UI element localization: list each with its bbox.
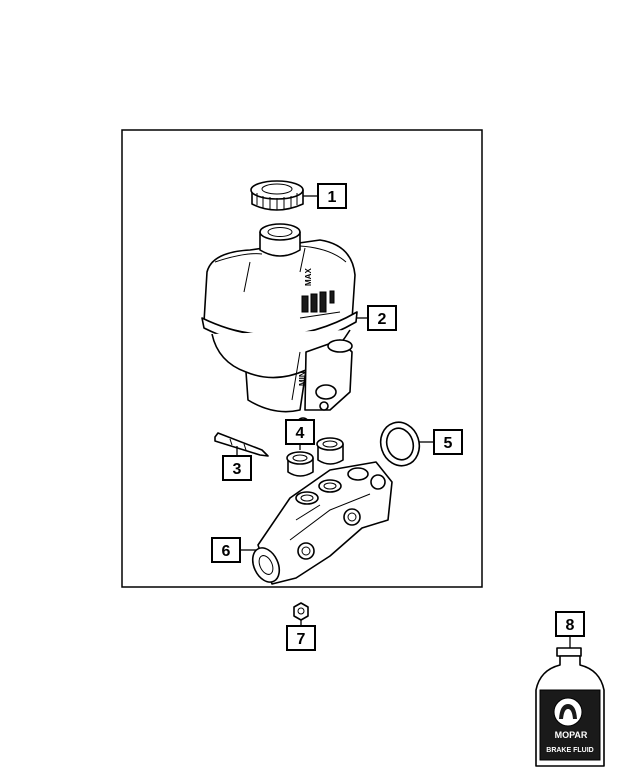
reservoir-cap bbox=[250, 180, 304, 211]
svg-text:2: 2 bbox=[378, 311, 387, 328]
callout-6: 6 bbox=[211, 537, 241, 563]
bottle-brand-text: MOPAR bbox=[555, 730, 588, 740]
svg-text:6: 6 bbox=[222, 543, 231, 560]
svg-text:7: 7 bbox=[297, 631, 306, 648]
callout-5: 5 bbox=[433, 429, 463, 455]
callout-4: 4 bbox=[285, 419, 315, 445]
svg-text:3: 3 bbox=[233, 461, 242, 478]
retaining-pin bbox=[214, 432, 269, 457]
callout-1: 1 bbox=[317, 183, 347, 209]
callout-3: 3 bbox=[222, 455, 252, 481]
bottle-product-text: BRAKE FLUID bbox=[546, 747, 593, 754]
svg-text:5: 5 bbox=[444, 435, 453, 452]
reservoir-grommets bbox=[286, 437, 344, 477]
callout-2: 2 bbox=[367, 305, 397, 331]
svg-text:4: 4 bbox=[296, 425, 305, 442]
callout-8: 8 bbox=[555, 611, 585, 637]
seal-ring bbox=[379, 421, 421, 467]
master-cylinder bbox=[251, 461, 393, 585]
svg-text:1: 1 bbox=[328, 189, 337, 206]
reservoir-max-marking: MAX bbox=[304, 268, 313, 286]
callout-7: 7 bbox=[286, 625, 316, 651]
mopar-logo bbox=[553, 697, 583, 727]
mounting-nut bbox=[293, 602, 309, 621]
svg-text:8: 8 bbox=[566, 617, 575, 634]
reservoir-min-marking: MIN bbox=[298, 371, 307, 386]
brake-fluid-bottle: MOPAR BRAKE FLUID bbox=[535, 647, 605, 767]
assembly-frame bbox=[121, 129, 483, 588]
reservoir-label-graphic bbox=[299, 290, 341, 319]
fluid-reservoir: MAX MIN bbox=[201, 223, 358, 431]
